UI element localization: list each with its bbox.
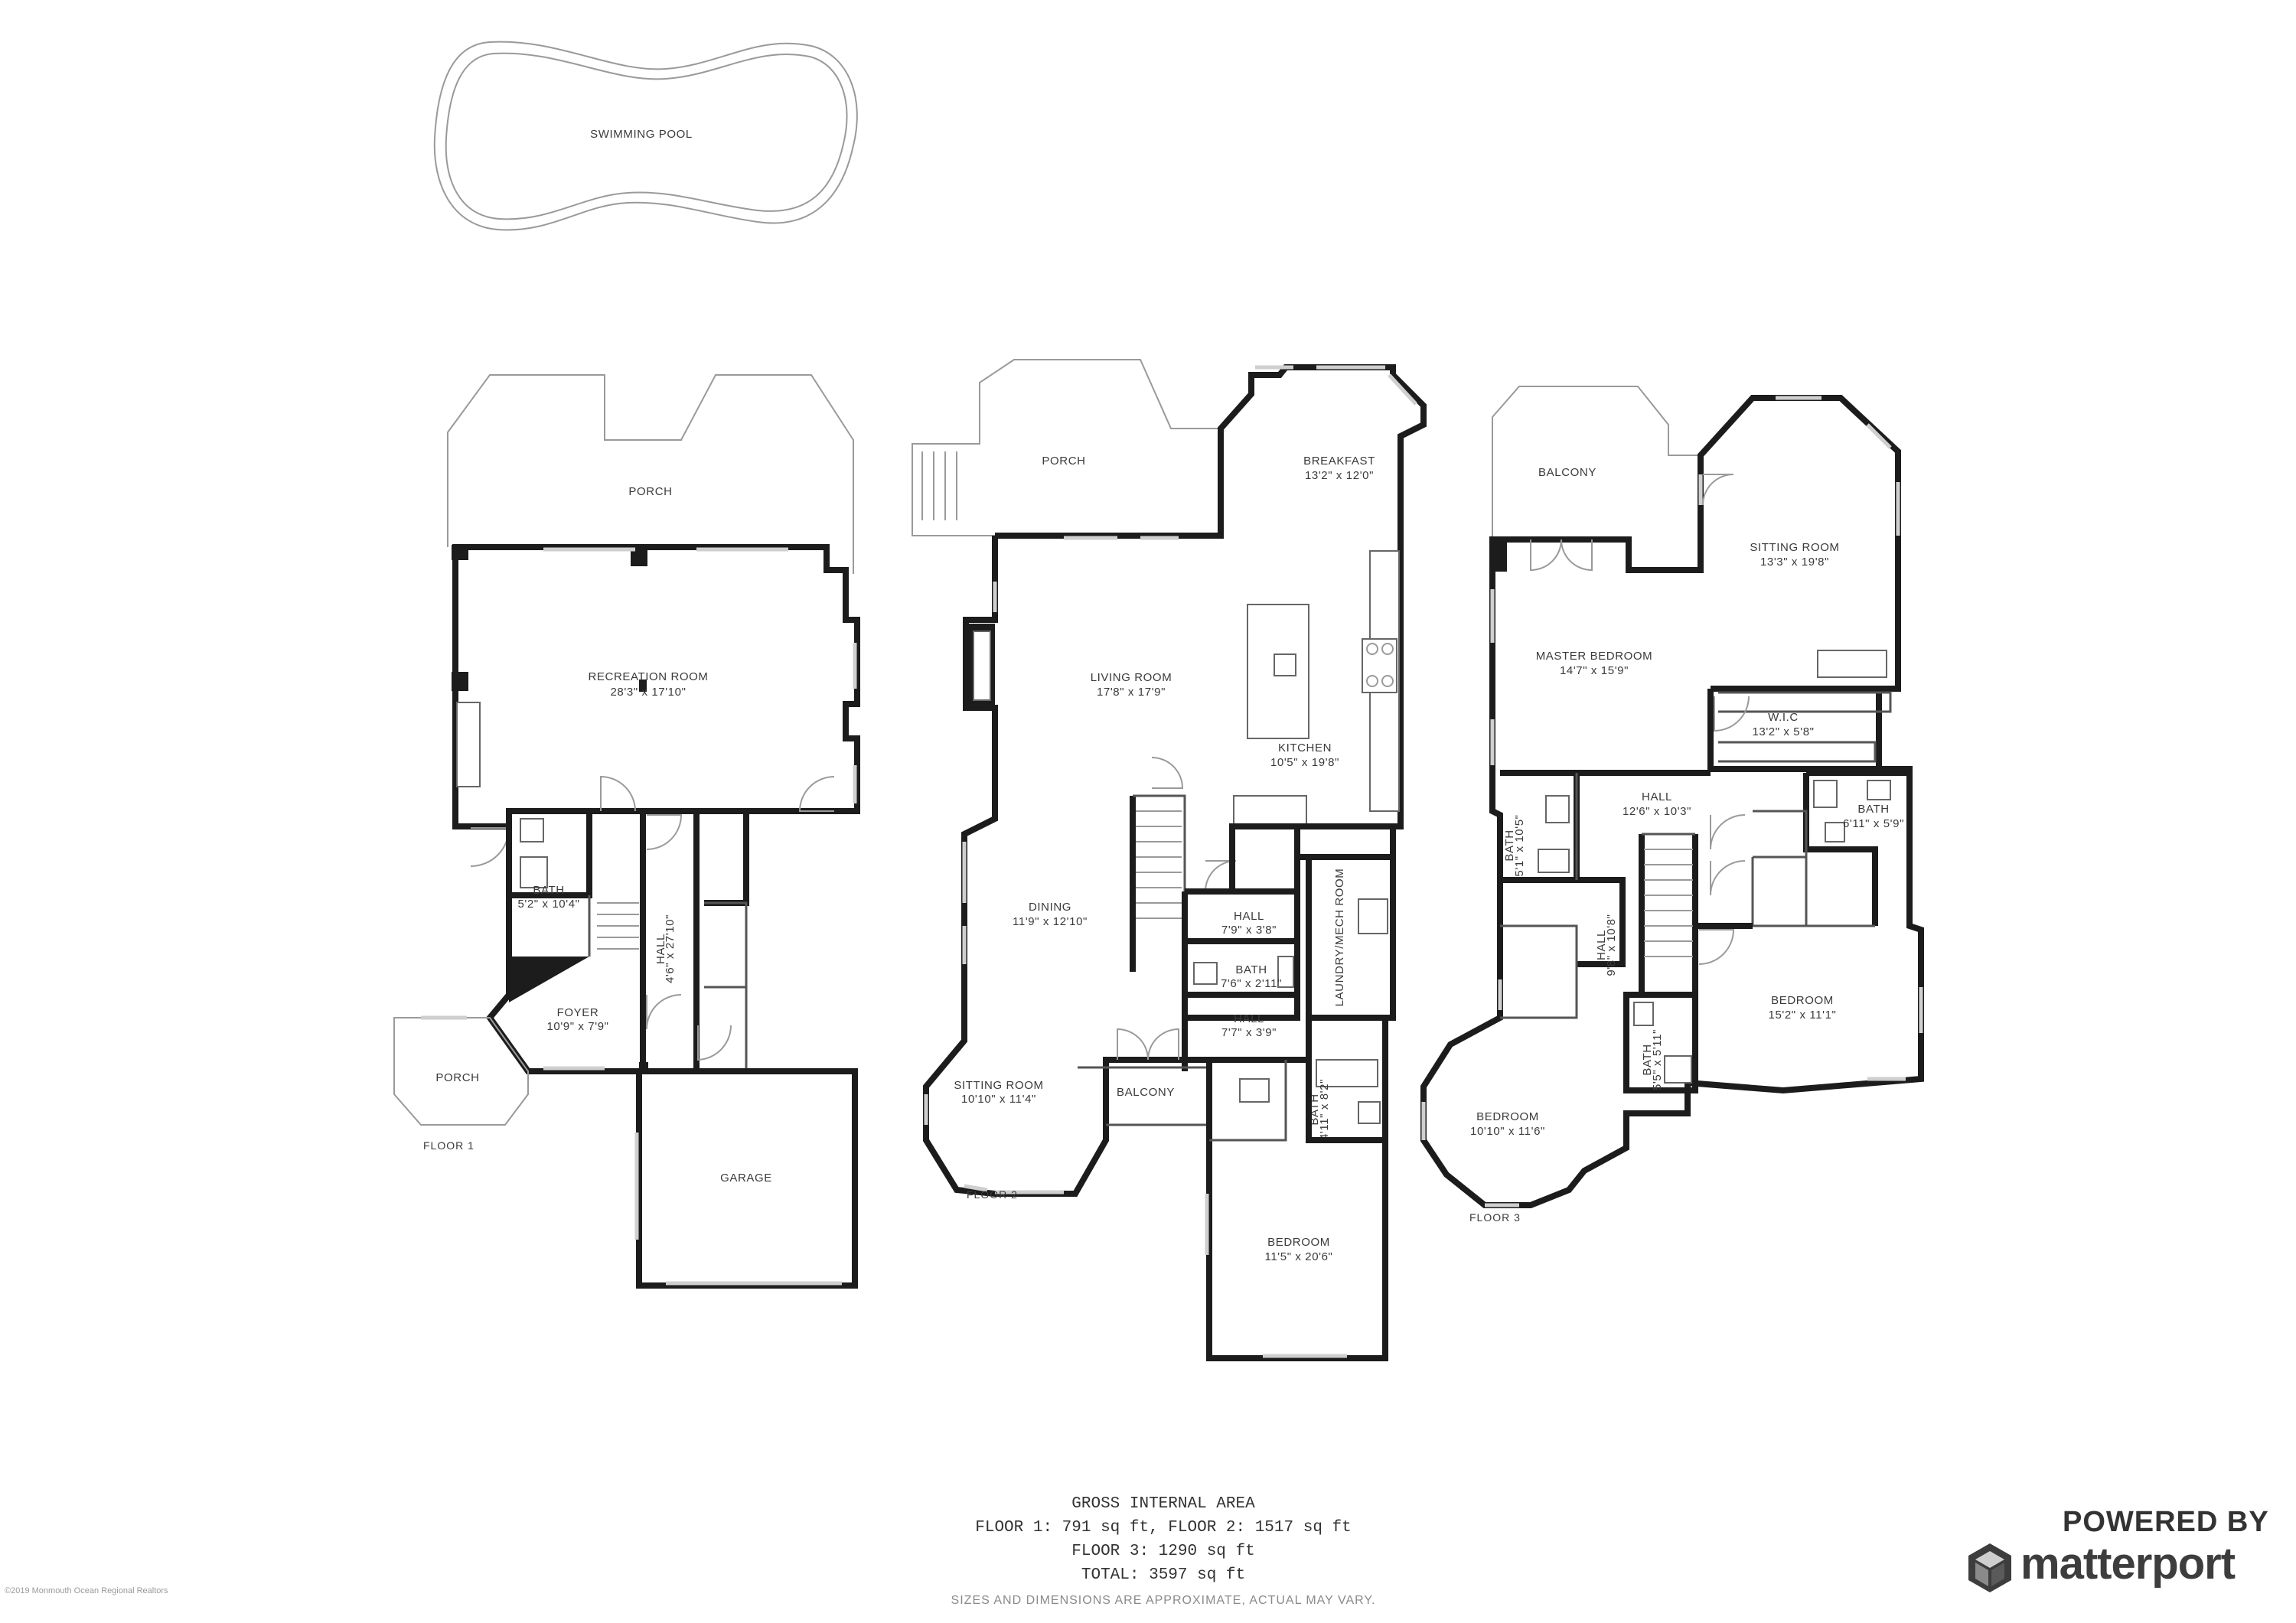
swimming-pool: SWIMMING POOL xyxy=(433,41,858,231)
room-label: HALL xyxy=(1234,1012,1264,1025)
room-label: KITCHEN xyxy=(1278,741,1332,754)
room-label: LIVING ROOM xyxy=(1091,671,1172,684)
gia-title: GROSS INTERNAL AREA xyxy=(1071,1495,1255,1513)
room-dimensions: 28'3" x 17'10" xyxy=(610,686,686,699)
room-dimensions: 7'7" x 3'9" xyxy=(1221,1026,1277,1039)
room-dimensions: 5'5" x 5'11" xyxy=(1651,1029,1664,1090)
powered-by-label: POWERED BY xyxy=(2063,1506,2269,1538)
gia-disclaimer: SIZES AND DIMENSIONS ARE APPROXIMATE, AC… xyxy=(951,1594,1376,1607)
room-label: PORCH xyxy=(1042,455,1085,468)
floor-label: FLOOR 1 xyxy=(423,1139,475,1152)
room-dimensions: 13'3" x 19'8" xyxy=(1760,556,1829,569)
room-label: BALCONY xyxy=(1538,466,1596,479)
room-dimensions: 17'8" x 17'9" xyxy=(1097,686,1166,699)
room-label: HALL xyxy=(1234,910,1264,923)
room-label: BEDROOM xyxy=(1476,1110,1539,1123)
room-dimensions: 11'5" x 20'6" xyxy=(1265,1250,1333,1263)
room-dimensions: 10'9" x 7'9" xyxy=(546,1020,608,1033)
room-label: HALL xyxy=(1642,790,1672,803)
room-label: HALL xyxy=(1595,930,1608,960)
floor-2-plan: PORCH BREAKFAST 13'2" x 12'0" LIVING ROO… xyxy=(912,359,1427,1361)
room-dimensions: 5'2" x 10'4" xyxy=(517,898,579,911)
room-label: RECREATION ROOM xyxy=(588,670,708,683)
room-dimensions: 6'11" x 5'9" xyxy=(1843,817,1904,830)
room-dimensions: 4'11" x 8'2" xyxy=(1318,1079,1331,1140)
floor-3-plan: BALCONY SITTING ROOM 13'3" x 19'8" MASTE… xyxy=(1420,386,1924,1224)
room-dimensions: 10'10" x 11'6" xyxy=(1470,1125,1545,1138)
room-label: BALCONY xyxy=(1117,1086,1175,1099)
floor-label: FLOOR 3 xyxy=(1469,1211,1521,1224)
room-dimensions: 15'2" x 11'1" xyxy=(1769,1009,1837,1022)
gia-total: TOTAL: 3597 sq ft xyxy=(1081,1566,1246,1584)
room-dimensions: 12'6" x 10'3" xyxy=(1623,805,1691,818)
copyright-notice: ©2019 Monmouth Ocean Regional Realtors xyxy=(5,1586,168,1595)
room-dimensions: 10'10" x 11'4" xyxy=(961,1093,1036,1106)
room-label: BATH xyxy=(1503,829,1516,861)
room-label: BREAKFAST xyxy=(1303,455,1375,468)
matterport-brand: matterport xyxy=(2020,1539,2236,1589)
floor-1-plan: RECREATION ROOM 28'3" x 17'10" PORCH BAT… xyxy=(393,374,860,1289)
room-label: BATH xyxy=(1857,803,1889,816)
room-dimensions: 7'9" x 3'8" xyxy=(1221,924,1277,937)
room-label: SITTING ROOM xyxy=(954,1079,1043,1092)
room-label: LAUNDRY/MECH ROOM xyxy=(1333,869,1346,1007)
room-label: GARAGE xyxy=(720,1172,772,1185)
room-dimensions: 4'6" x 27'10" xyxy=(664,914,677,983)
room-dimensions: 9'8" x 10'8" xyxy=(1605,914,1618,976)
room-dimensions: 13'2" x 12'0" xyxy=(1305,469,1374,482)
floor-label: FLOOR 2 xyxy=(967,1188,1018,1201)
room-label: SWIMMING POOL xyxy=(590,128,693,141)
room-label: BATH xyxy=(1235,963,1267,976)
room-dimensions: 11'9" x 12'10" xyxy=(1013,915,1088,928)
room-dimensions: 7'6" x 2'11" xyxy=(1221,977,1282,990)
room-dimensions: 14'7" x 15'9" xyxy=(1560,664,1629,677)
room-label: PORCH xyxy=(435,1071,479,1084)
gia-floors-1-2: FLOOR 1: 791 sq ft, FLOOR 2: 1517 sq ft xyxy=(975,1519,1352,1537)
room-label: W.I.C xyxy=(1768,711,1799,724)
room-label: DINING xyxy=(1029,901,1071,914)
gia-floor-3: FLOOR 3: 1290 sq ft xyxy=(1071,1543,1255,1560)
room-label: SITTING ROOM xyxy=(1750,541,1839,554)
room-dimensions: 10'5" x 19'8" xyxy=(1270,756,1339,769)
room-label: HALL xyxy=(654,934,667,964)
room-label: PORCH xyxy=(628,485,672,498)
room-label: FOYER xyxy=(557,1006,599,1019)
room-dimensions: 5'1" x 10'5" xyxy=(1513,814,1526,876)
room-label: MASTER BEDROOM xyxy=(1536,650,1653,663)
room-dimensions: 13'2" x 5'8" xyxy=(1752,725,1814,738)
gross-internal-area: GROSS INTERNAL AREA FLOOR 1: 791 sq ft, … xyxy=(857,1492,1469,1612)
room-label: BEDROOM xyxy=(1771,994,1834,1007)
room-label: BATH xyxy=(1641,1044,1654,1075)
matterport-cube-icon xyxy=(1968,1543,2011,1592)
room-label: BATH xyxy=(533,884,564,897)
room-label: BEDROOM xyxy=(1267,1236,1330,1249)
